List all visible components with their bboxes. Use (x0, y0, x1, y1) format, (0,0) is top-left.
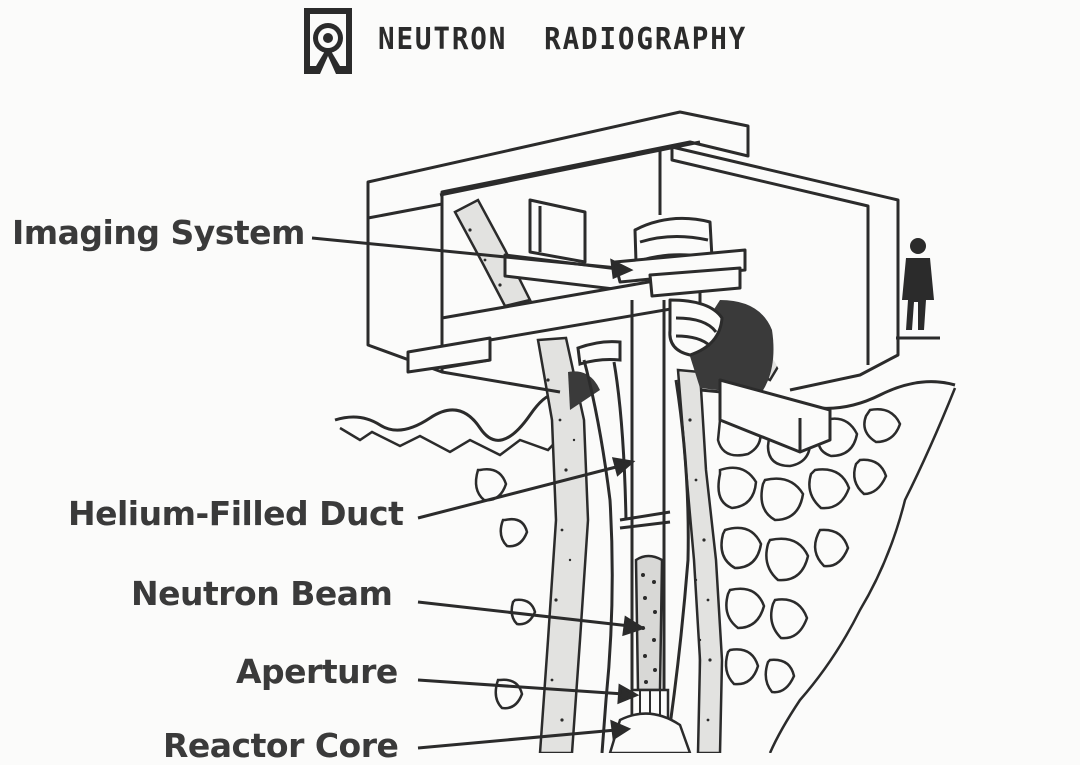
helium-duct (576, 300, 690, 753)
label-neutron-beam: Neutron Beam (131, 574, 393, 613)
label-aperture: Aperture (236, 652, 398, 691)
building-shell (366, 110, 900, 394)
label-reactor-core: Reactor Core (163, 726, 399, 765)
label-helium-duct: Helium-Filled Duct (68, 494, 404, 533)
imaging-table (406, 198, 832, 454)
leader-arrows (311, 236, 646, 750)
neutron-beam (608, 554, 692, 753)
reactor-logo-icon (304, 8, 352, 74)
label-imaging-system: Imaging System (12, 213, 305, 252)
page-title: NEUTRON RADIOGRAPHY (378, 22, 748, 57)
person-figure-icon (896, 238, 940, 340)
